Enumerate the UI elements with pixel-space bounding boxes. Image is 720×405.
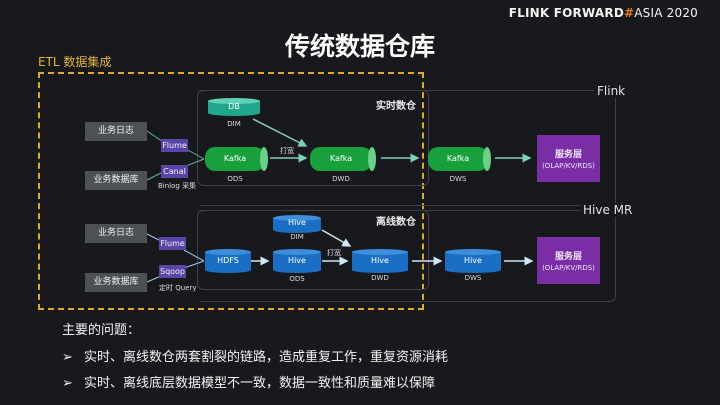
hive-dim-cylinder xyxy=(273,215,321,233)
edge-canal-ods-rt xyxy=(185,158,205,167)
realtime-dim-db xyxy=(208,98,260,116)
slide-title: 传统数据仓库 xyxy=(284,32,435,61)
realtime-dwd-label: DWD xyxy=(332,175,350,183)
problem-text: 实时、离线数仓两套割裂的链路，造成重复工作，重复资源消耗 xyxy=(84,350,449,365)
edge-flume-ods-rt xyxy=(185,148,205,160)
offline-ods-label: ODS xyxy=(289,275,305,283)
brand-hash: # xyxy=(624,6,635,20)
realtime-tool-flume: Flume xyxy=(161,139,188,152)
offline-ods-name: Hive xyxy=(288,256,306,265)
realtime-dws-name: Kafka xyxy=(446,154,470,163)
realtime-tool-note: Binlog 采集 xyxy=(158,182,197,190)
offline-service-title: 服务层 xyxy=(554,252,582,262)
flink-engine-label: Flink xyxy=(594,84,629,98)
kafka-ods-cylinder xyxy=(205,147,268,171)
offline-dws-label: DWS xyxy=(464,274,482,282)
offline-source-db: 业务数据库 xyxy=(85,273,147,292)
hive-dwd-cylinder xyxy=(352,249,408,273)
offline-hdfs-name: HDFS xyxy=(217,256,239,265)
realtime-join-label: 打宽 xyxy=(280,147,294,155)
realtime-dim-name: DB xyxy=(228,102,240,111)
edge-db-sqoop-off xyxy=(146,275,162,283)
realtime-service-layer: 服务层 (OLAP/KV/RDS) xyxy=(537,135,600,182)
offline-group xyxy=(197,210,429,290)
edge-db-canal-rt xyxy=(146,171,164,181)
offline-dim-label: DIM xyxy=(290,233,304,241)
offline-join-label: 打宽 xyxy=(327,249,341,257)
kafka-dwd-cylinder xyxy=(310,147,376,171)
offline-tool-note: 定时 Query xyxy=(159,284,197,292)
brand-rest: ASIA 2020 xyxy=(634,6,698,20)
realtime-dws-label: DWS xyxy=(449,175,467,183)
etl-label: ETL 数据集成 xyxy=(38,55,112,69)
realtime-ods-label: ODS xyxy=(227,175,243,183)
brand-logo: FLINK FORWARD#ASIA 2020 xyxy=(509,6,698,20)
offline-source-log: 业务日志 xyxy=(85,224,147,243)
hdfs-cylinder xyxy=(205,249,251,273)
realtime-group-label: 实时数仓 xyxy=(376,101,416,112)
problem-item: ➢ 实时、离线底层数据模型不一致，数据一致性和质量难以保障 xyxy=(62,372,435,391)
offline-tool-sqoop: Sqoop xyxy=(159,265,186,278)
offline-dwd-label: DWD xyxy=(371,274,389,282)
hive-dws-cylinder xyxy=(445,249,501,273)
realtime-source-log: 业务日志 xyxy=(85,122,147,141)
edge-sqoop-hdfs-off xyxy=(183,260,205,269)
offline-service-layer: 服务层 (OLAP/KV/RDS) xyxy=(537,237,600,284)
edge-log-flume-rt xyxy=(146,130,164,143)
brand-main: FLINK FORWARD xyxy=(508,6,624,20)
hive-engine-label: Hive MR xyxy=(580,203,636,217)
problem-text: 实时、离线底层数据模型不一致，数据一致性和质量难以保障 xyxy=(84,376,436,391)
realtime-ods-name: Kafka xyxy=(223,154,247,163)
problems-heading: 主要的问题： xyxy=(62,323,141,338)
bullet-arrow-icon: ➢ xyxy=(62,376,73,391)
offline-group-label: 离线数仓 xyxy=(376,217,416,228)
edge-dim-dwd-rt xyxy=(252,118,308,147)
realtime-dim-label: DIM xyxy=(227,120,241,128)
problem-item: ➢ 实时、离线数仓两套割裂的链路，造成重复工作，重复资源消耗 xyxy=(62,346,448,365)
edge-dim-dwd-off xyxy=(321,229,352,247)
realtime-service-title: 服务层 xyxy=(554,150,582,160)
realtime-group xyxy=(197,90,429,186)
kafka-dws-cylinder xyxy=(428,147,491,171)
hive-ods-cylinder xyxy=(273,249,321,273)
offline-service-subtitle: (OLAP/KV/RDS) xyxy=(542,264,595,272)
realtime-dwd-name: Kafka xyxy=(329,154,353,163)
edge-log-flume-off xyxy=(146,233,162,242)
offline-tool-flume: Flume xyxy=(159,237,186,250)
bullet-arrow-icon: ➢ xyxy=(62,350,73,365)
etl-boundary xyxy=(38,72,424,310)
offline-dws-name: Hive xyxy=(464,256,482,265)
offline-dwd-name: Hive xyxy=(371,256,389,265)
edge-flume-hdfs-off xyxy=(183,249,205,262)
realtime-source-db: 业务数据库 xyxy=(85,171,147,190)
realtime-service-subtitle: (OLAP/KV/RDS) xyxy=(542,162,595,170)
offline-dim-name: Hive xyxy=(288,218,306,227)
realtime-tool-canal: Canal xyxy=(161,165,188,178)
